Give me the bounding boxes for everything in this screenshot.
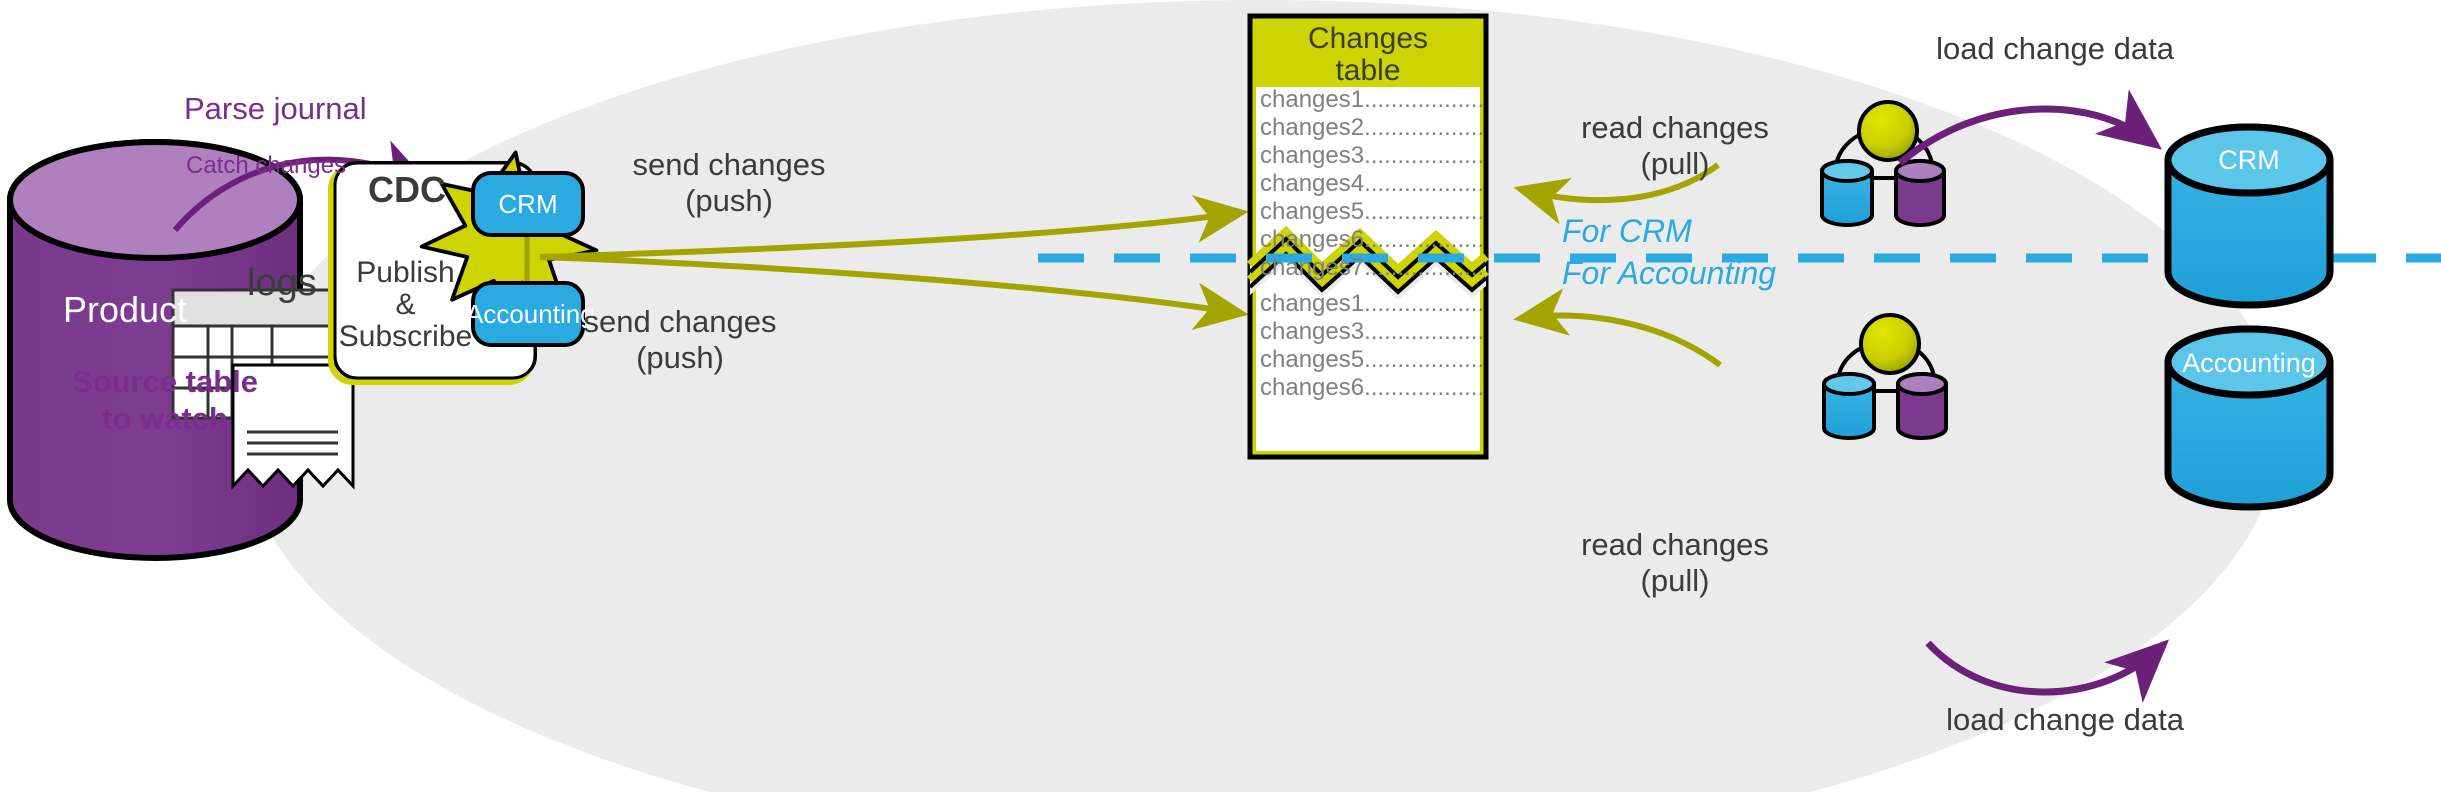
- target-crm-label: CRM: [2218, 145, 2280, 175]
- product-label: Product: [62, 289, 188, 330]
- catch-changes-label: Catch changes: [186, 152, 347, 179]
- changes-row-label: changes5: [1260, 198, 1365, 225]
- changes-table-frame: [1246, 13, 1489, 460]
- logs-label: logs: [247, 262, 317, 304]
- pull-arrow-accounting: [1513, 288, 1722, 368]
- changes-row: changes6................................: [1260, 226, 1486, 254]
- changes-row-dots: ................................: [1364, 254, 1486, 281]
- changes-row: changes5................................: [1260, 198, 1486, 226]
- push-label-accounting-line2: (push): [636, 340, 724, 375]
- changes-row-label: changes2: [1260, 114, 1365, 141]
- target-accounting-label: Accounting: [2182, 348, 2316, 378]
- changes-row-label: changes4: [1260, 170, 1365, 197]
- changes-row-dots: ................................: [1364, 346, 1486, 373]
- consumer-icon-accounting: [1822, 313, 1948, 440]
- for-accounting-label: For Accounting: [1562, 255, 1777, 291]
- changes-row-label: changes3: [1260, 142, 1365, 169]
- changes-row-dots: ................................: [1364, 170, 1486, 197]
- changes-table-header-line2: table: [1335, 54, 1401, 87]
- changes-row: changes4................................: [1260, 170, 1486, 198]
- source-caption-line2: to watch: [102, 401, 228, 436]
- parse-journal-label: Parse journal: [184, 91, 367, 126]
- push-label-accounting-line1: send changes: [583, 304, 777, 339]
- changes-row-dots: ................................: [1364, 374, 1486, 401]
- changes-row-dots: ................................: [1364, 114, 1486, 141]
- changes-row: changes3................................: [1260, 142, 1486, 170]
- changes-row-label: changes6: [1260, 374, 1365, 401]
- changes-table-header-line1: Changes: [1307, 22, 1429, 55]
- pull-label-crm-line2: (pull): [1640, 146, 1710, 181]
- push-arrow-accounting: [539, 254, 1249, 331]
- cdc-subtitle-line3: Subscribe: [338, 320, 473, 353]
- changes-row: changes3................................: [1260, 318, 1486, 346]
- consumer-icon-crm: [1820, 100, 1946, 227]
- changes-row: changes2................................: [1260, 114, 1486, 142]
- pull-label-accounting-line2: (pull): [1640, 563, 1710, 598]
- cdc-topic-crm: [471, 171, 585, 237]
- target-cylinder-crm: [2164, 123, 2334, 309]
- logs-document: [231, 363, 355, 490]
- changes-row: changes7................................: [1260, 254, 1486, 282]
- pull-label-crm-line1: read changes: [1581, 110, 1769, 145]
- changes-row-label: changes1: [1260, 290, 1365, 317]
- changes-row: changes1................................: [1260, 290, 1486, 318]
- changes-row-label: changes3: [1260, 318, 1365, 345]
- changes-row-dots: ................................: [1364, 290, 1486, 317]
- changes-row-dots: ................................: [1364, 198, 1486, 225]
- product-cylinder: [7, 139, 303, 561]
- changes-row-dots: ................................: [1364, 86, 1486, 113]
- changes-row-dots: ................................: [1364, 226, 1486, 253]
- changes-row: changes6................................: [1260, 374, 1486, 402]
- changes-row-dots: ................................: [1364, 318, 1486, 345]
- changes-row-label: changes6: [1260, 226, 1365, 253]
- target-cylinder-accounting: [2164, 325, 2334, 511]
- load-label-top: load change data: [1936, 31, 2174, 66]
- changes-row-dots: ................................: [1364, 142, 1486, 169]
- load-arrow-crm: [1897, 89, 2163, 166]
- changes-row-label: changes1: [1260, 86, 1365, 113]
- changes-row: changes1................................: [1260, 86, 1486, 114]
- cdc-subtitle-line1: Publish: [356, 256, 455, 289]
- changes-rows-top: changes1................................…: [1260, 86, 1486, 282]
- cdc-topic-accounting: [471, 281, 585, 347]
- changes-row: changes5................................: [1260, 346, 1486, 374]
- changes-row-label: changes5: [1260, 346, 1365, 373]
- push-arrow-crm: [539, 195, 1249, 260]
- changes-rows-bottom: changes1................................…: [1260, 290, 1486, 402]
- cdc-topic-accounting-label[interactable]: Accounting: [466, 299, 595, 329]
- load-label-bottom: load change data: [1946, 702, 2184, 737]
- load-arrow-accounting: [1925, 639, 2170, 703]
- changes-row-label: changes7: [1260, 254, 1365, 281]
- cdc-topic-crm-label[interactable]: CRM: [498, 189, 558, 219]
- source-caption-line1: Source table: [71, 364, 259, 399]
- pull-arrow-crm: [1513, 162, 1720, 225]
- pull-label-accounting-line1: read changes: [1581, 527, 1769, 562]
- push-label-crm-line1: send changes: [632, 147, 826, 182]
- cdc-title: CDC: [368, 169, 446, 210]
- push-label-crm-line2: (push): [685, 183, 773, 218]
- cdc-subtitle-line2: &: [395, 288, 416, 321]
- for-crm-label: For CRM: [1562, 213, 1692, 249]
